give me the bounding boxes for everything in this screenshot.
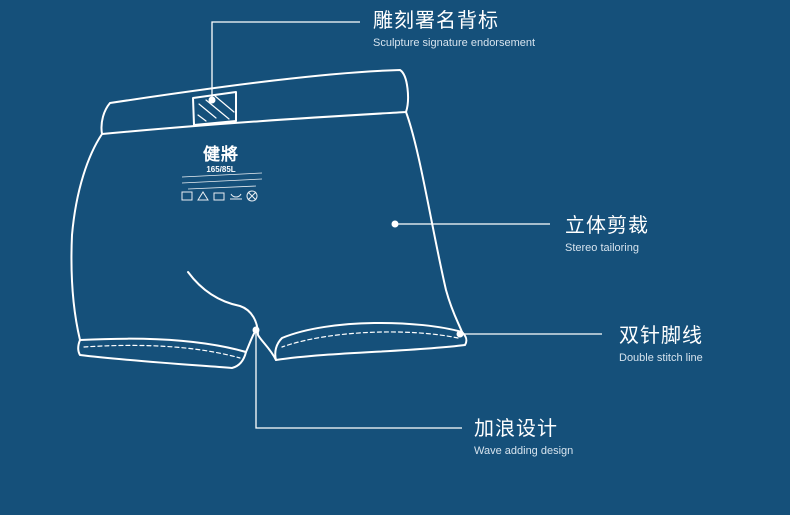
callout-stitch: 双针脚线 Double stitch line bbox=[619, 323, 703, 365]
brand-logo: 健將 bbox=[203, 145, 239, 165]
stitch-dot bbox=[456, 330, 464, 338]
callout-title: 加浪设计 bbox=[474, 416, 558, 440]
callout-wave: 加浪设计 Wave adding design bbox=[474, 416, 573, 458]
left-leg-cuff bbox=[77, 337, 247, 369]
tailoring-dot bbox=[391, 220, 399, 228]
wave-dot bbox=[252, 326, 260, 334]
signature-dot bbox=[208, 96, 216, 104]
back-label-patch bbox=[192, 91, 237, 126]
callout-subtitle: Wave adding design bbox=[474, 445, 574, 457]
callout-title: 立体剪裁 bbox=[565, 213, 649, 237]
printed-label: 健將 165/85L bbox=[180, 140, 262, 174]
callout-title: 雕刻署名背标 bbox=[373, 8, 499, 32]
callout-tailoring: 立体剪裁 Stereo tailoring bbox=[565, 213, 649, 255]
callout-subtitle: Sculpture signature endorsement bbox=[373, 37, 536, 49]
size-tag: 165/85L bbox=[206, 165, 236, 174]
body-outline bbox=[70, 133, 103, 341]
callout-subtitle: Double stitch line bbox=[619, 352, 703, 364]
callout-subtitle: Stereo tailoring bbox=[565, 242, 639, 254]
wave-leader bbox=[255, 330, 462, 429]
right-leg-cuff bbox=[274, 322, 468, 361]
crotch-seam bbox=[187, 271, 277, 361]
waistband bbox=[100, 69, 409, 135]
callout-title: 双针脚线 bbox=[619, 323, 703, 347]
callout-signature: 雕刻署名背标 Sculpture signature endorsement bbox=[373, 8, 535, 50]
signature-leader bbox=[211, 21, 360, 100]
